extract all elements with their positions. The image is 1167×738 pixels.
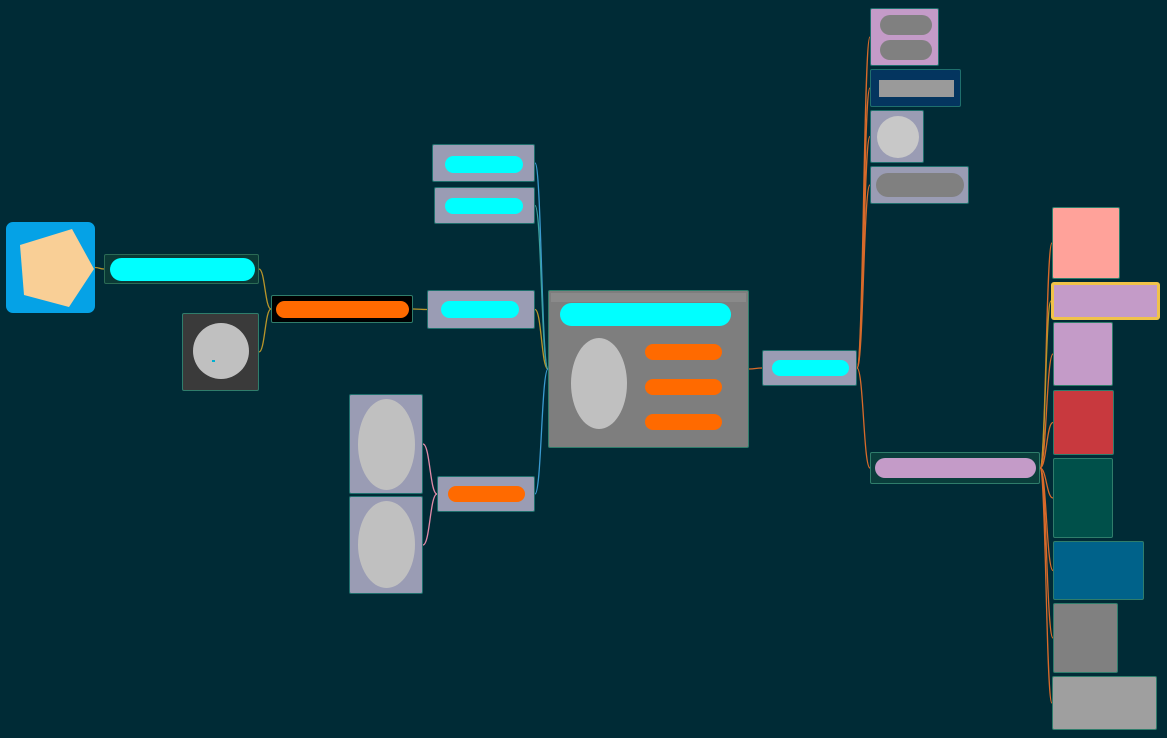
gray-pill-top: [880, 15, 932, 35]
gray-pill: [876, 173, 964, 197]
pentagon-icon-node[interactable]: [6, 222, 95, 313]
mauve-swatch-node[interactable]: [1053, 322, 1113, 386]
pentagon-icon: [20, 229, 94, 307]
cyan-pill: [445, 198, 523, 214]
orange-pill-node[interactable]: [437, 476, 535, 512]
double-pill-node[interactable]: [870, 8, 939, 66]
salmon-swatch-node[interactable]: [1052, 207, 1120, 279]
silver-swatch-node[interactable]: [1052, 676, 1157, 730]
connector-mauve-pill-node-to-red-swatch-node: [1039, 421, 1054, 469]
gray-bar: [879, 80, 954, 97]
gray-pill-bottom: [880, 40, 932, 60]
connector-ellipse-tile-top-node-to-orange-pill-node: [422, 443, 438, 495]
circle-shape: [877, 116, 919, 158]
cyan-pill-right-node[interactable]: [762, 350, 857, 386]
mauve-pill-node[interactable]: [870, 452, 1040, 484]
connector-cyan-bar-node-to-orange-bar-node: [258, 268, 272, 310]
card-header-strip: [551, 293, 746, 302]
card-line-2: [645, 379, 722, 395]
connector-ellipse-tile-bottom-node-to-orange-pill-node: [422, 493, 438, 546]
mauve-pill: [875, 458, 1036, 478]
card-line-1: [645, 344, 722, 360]
mauve-swatch-wide-node[interactable]: [1051, 282, 1160, 320]
connector-cyan-pill-right-node-to-navy-bar-node: [856, 87, 871, 369]
cyan-pill: [441, 301, 519, 318]
ellipse-shape: [358, 399, 415, 490]
orange-pill: [448, 486, 525, 502]
cyan-bar: [110, 258, 255, 281]
gray-pill-node[interactable]: [870, 166, 969, 204]
connector-cyan-pill-mid-node-to-central-card-node: [534, 308, 549, 370]
connector-mauve-pill-node-to-mauve-swatch-node: [1039, 353, 1054, 469]
ellipse-tile-bottom-node[interactable]: [349, 496, 423, 594]
gray-swatch-node[interactable]: [1053, 603, 1118, 673]
cyan-pill: [772, 360, 849, 376]
circle-shape: [193, 323, 249, 379]
connector-mauve-pill-node-to-mauve-swatch-wide-node: [1039, 300, 1052, 469]
ellipse-tile-top-node[interactable]: [349, 394, 423, 494]
connector-cyan-pill-second-node-to-central-card-node: [534, 204, 549, 370]
connector-cyan-pill-right-node-to-gray-pill-node: [856, 184, 871, 369]
cyan-pill-second-node[interactable]: [434, 187, 535, 224]
small-circle-node[interactable]: [870, 110, 924, 163]
connector-orange-bar-node-to-cyan-pill-mid-node: [412, 308, 428, 311]
cyan-pill-top-node[interactable]: [432, 144, 535, 182]
cyan-pill: [445, 156, 523, 173]
central-card-node[interactable]: [548, 290, 749, 448]
orange-bar-node[interactable]: [271, 295, 413, 323]
connector-cyan-pill-right-node-to-small-circle-node: [856, 135, 871, 369]
connector-mauve-pill-node-to-silver-swatch-node: [1039, 467, 1053, 704]
connector-mauve-pill-node-to-gray-swatch-node: [1039, 467, 1054, 639]
navy-bar-node[interactable]: [870, 69, 961, 107]
connector-mauve-pill-node-to-dark-teal-swatch-node: [1039, 467, 1054, 499]
cursor-dot: [212, 360, 215, 362]
card-avatar-ellipse: [571, 338, 627, 429]
card-line-3: [645, 414, 722, 430]
circle-thumb-node[interactable]: [182, 313, 259, 391]
connector-central-card-node-to-cyan-pill-right-node: [748, 367, 763, 370]
connector-circle-thumb-node-to-orange-bar-node: [258, 308, 272, 353]
connector-cyan-pill-top-node-to-central-card-node: [534, 162, 549, 370]
steel-blue-swatch-node[interactable]: [1053, 541, 1144, 600]
card-title-bar: [560, 303, 731, 326]
orange-bar: [276, 301, 409, 318]
ellipse-shape: [358, 501, 415, 588]
connector-pentagon-icon-node-to-cyan-bar-node: [94, 266, 105, 270]
connector-mauve-pill-node-to-steel-blue-swatch-node: [1039, 467, 1054, 572]
connector-orange-pill-node-to-central-card-node: [534, 368, 549, 495]
connector-cyan-pill-right-node-to-mauve-pill-node: [856, 367, 871, 469]
connector-mauve-pill-node-to-salmon-swatch-node: [1039, 242, 1053, 469]
cyan-pill-mid-node[interactable]: [427, 290, 535, 329]
connector-cyan-pill-right-node-to-double-pill-node: [856, 36, 871, 369]
dark-teal-swatch-node[interactable]: [1053, 458, 1113, 538]
cyan-bar-node[interactable]: [104, 254, 259, 284]
red-swatch-node[interactable]: [1053, 390, 1114, 455]
